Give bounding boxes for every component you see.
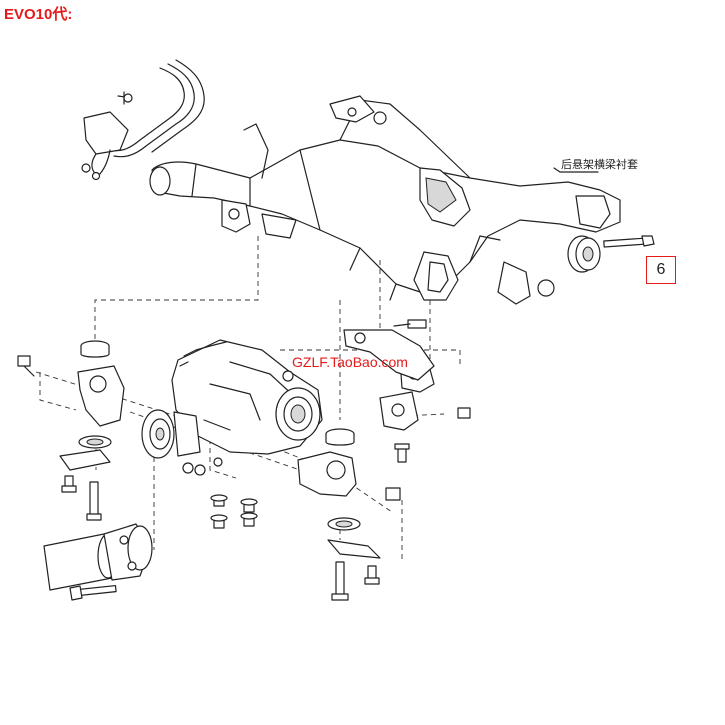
rear-crossmember — [149, 95, 621, 305]
left-diff-mount — [59, 340, 125, 471]
bushing-bolt — [603, 235, 655, 248]
crossmember-bushing-label: 后悬架横梁衬套 — [561, 158, 638, 171]
right-upper-bracket — [343, 319, 435, 381]
part-number-callout: 6 — [646, 256, 676, 284]
watermark: GZLF.TaoBao.com — [292, 354, 408, 370]
brake-line-assembly — [81, 59, 205, 181]
right-diff-mount — [297, 428, 381, 601]
left-mount-bolts — [17, 355, 102, 521]
page-title: EVO10代: — [4, 6, 73, 23]
right-side-mount — [379, 391, 471, 501]
propeller-shaft — [43, 523, 153, 601]
drain-plugs — [210, 494, 258, 529]
crossmember-bushing — [567, 235, 601, 273]
differential-housing — [141, 339, 435, 476]
